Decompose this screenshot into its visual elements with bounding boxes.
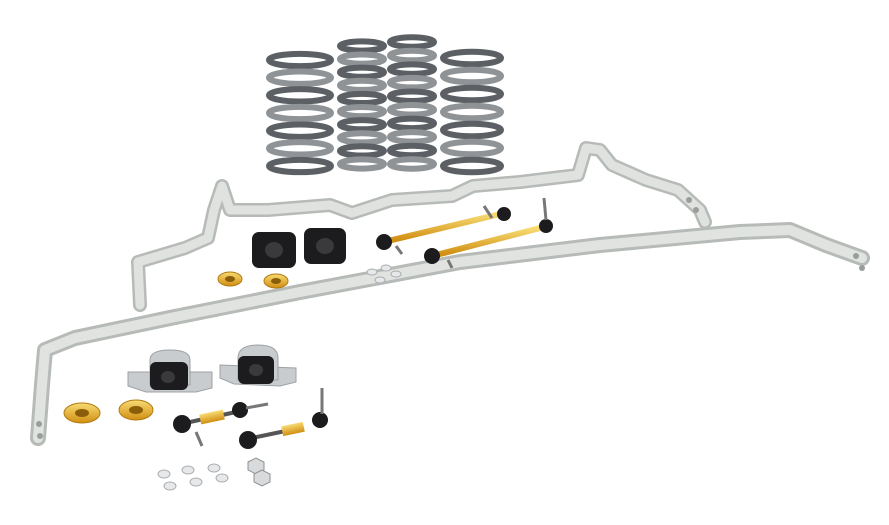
spring-coil xyxy=(266,86,334,105)
front-hardware xyxy=(157,457,271,491)
spring-coil xyxy=(387,115,437,132)
spring-coil xyxy=(266,139,334,158)
spring-coil xyxy=(387,47,437,64)
spring-coil xyxy=(440,66,504,86)
rear-bushings xyxy=(252,228,346,268)
spring-coil xyxy=(387,61,437,77)
spring-coil xyxy=(266,156,334,176)
spring-coil xyxy=(337,117,387,133)
spring-coil xyxy=(337,64,387,80)
front-bushings xyxy=(127,344,297,393)
spring-coil xyxy=(337,130,387,146)
spring-coil xyxy=(337,103,387,120)
front-lock-collars xyxy=(63,399,154,424)
spring-coil xyxy=(387,74,437,91)
spring-coil xyxy=(440,138,504,158)
spring-coil xyxy=(337,38,387,54)
spring-coil xyxy=(337,51,387,67)
spring-coil xyxy=(337,90,387,107)
coil-springs xyxy=(266,34,504,176)
spring-coil xyxy=(387,129,437,145)
spring-coil xyxy=(337,77,387,93)
rear-lock-collars xyxy=(217,271,289,289)
spring-coil xyxy=(387,102,437,118)
spring-coil xyxy=(440,102,504,122)
spring-coil xyxy=(337,143,387,159)
rear-adjustable-links xyxy=(376,197,553,269)
spring-coil xyxy=(387,34,437,50)
spring-coil xyxy=(387,88,437,104)
spring-coil xyxy=(440,120,504,140)
rear-hardware xyxy=(366,264,402,284)
spring-coil xyxy=(440,48,504,68)
spring-coil xyxy=(387,156,437,172)
spring-coil xyxy=(266,121,334,140)
spring-coil xyxy=(266,50,334,70)
spring-coil xyxy=(440,84,504,104)
spring-coil xyxy=(440,156,504,176)
front-adjustable-links xyxy=(173,388,328,449)
spring-coil xyxy=(266,103,334,123)
spring-coil xyxy=(266,68,334,87)
rear-sway-bar xyxy=(131,141,712,312)
spring-coil xyxy=(337,156,387,172)
spring-coil xyxy=(387,142,437,159)
